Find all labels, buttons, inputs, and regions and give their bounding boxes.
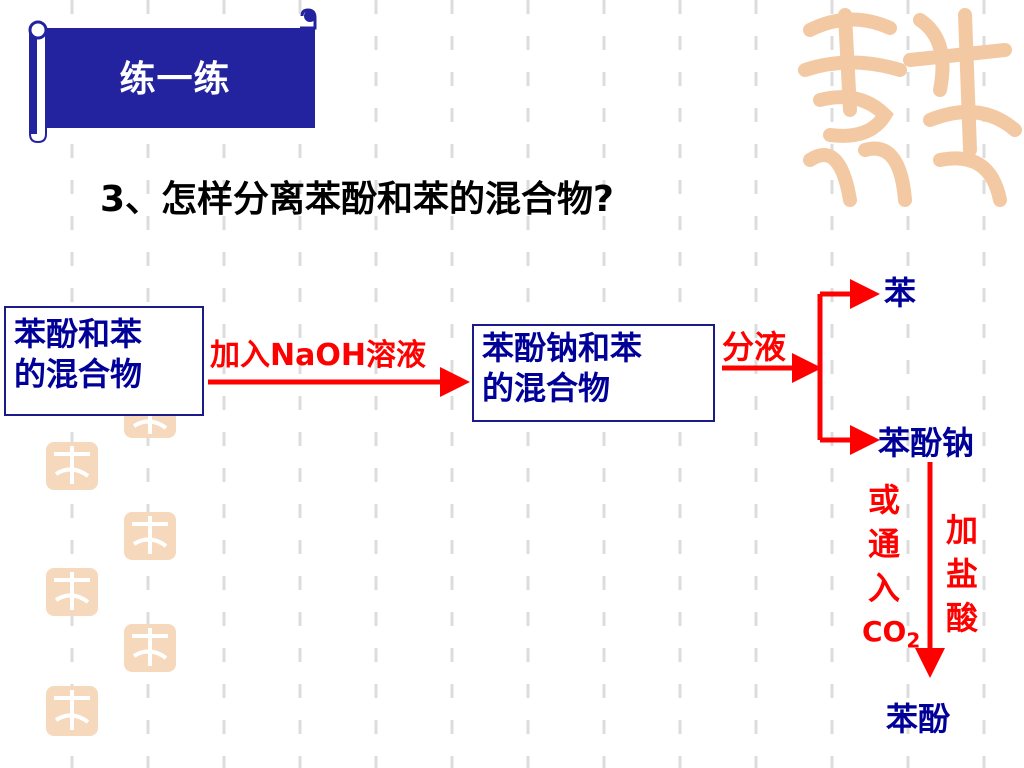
title-banner bbox=[28, 8, 317, 144]
middle-box-line2: 的混合物 bbox=[482, 369, 611, 407]
middle-mixture-box: 苯酚钠和苯 的混合物 bbox=[472, 324, 715, 422]
reagent-left-char-3: 入 bbox=[867, 569, 900, 607]
reagent-right-char-2: 盐 bbox=[945, 555, 978, 593]
reagent-co2-label: 或 通 入 CO2 bbox=[862, 478, 920, 663]
product-benzene: 苯 bbox=[884, 274, 917, 312]
step-add-naoh-label: 加入NaOH溶液 bbox=[210, 338, 426, 373]
step-separate-label: 分液 bbox=[722, 328, 787, 366]
reagent-co2-formula: CO2 bbox=[862, 610, 920, 663]
product-sodium-phenoxide: 苯酚钠 bbox=[878, 424, 975, 462]
banner-title: 练一练 bbox=[119, 59, 231, 100]
seal-watermark-4 bbox=[46, 568, 98, 616]
seal-watermark-5 bbox=[124, 624, 176, 672]
start-mixture-box: 苯酚和苯 的混合物 bbox=[4, 306, 204, 416]
seal-watermark-2 bbox=[46, 442, 98, 490]
seal-watermark-6 bbox=[46, 686, 98, 736]
reagent-hcl-label: 加 盐 酸 bbox=[940, 508, 984, 640]
co2-subscript: 2 bbox=[906, 628, 921, 653]
reagent-left-char-2: 通 bbox=[867, 525, 900, 563]
reagent-left-char-1: 或 bbox=[867, 481, 900, 519]
calligraphy-watermark-large bbox=[798, 8, 1022, 207]
reagent-right-char-1: 加 bbox=[945, 511, 978, 549]
reagent-right-char-3: 酸 bbox=[945, 599, 978, 637]
seal-watermark-3 bbox=[124, 512, 176, 560]
question-text: 3、怎样分离苯酚和苯的混合物? bbox=[100, 179, 614, 220]
final-product-phenol: 苯酚 bbox=[886, 700, 951, 738]
start-box-line1: 苯酚和苯 bbox=[14, 315, 143, 353]
start-box-line2: 的混合物 bbox=[14, 355, 143, 393]
co2-text: CO bbox=[862, 615, 907, 648]
middle-box-line1: 苯酚钠和苯 bbox=[482, 329, 643, 367]
